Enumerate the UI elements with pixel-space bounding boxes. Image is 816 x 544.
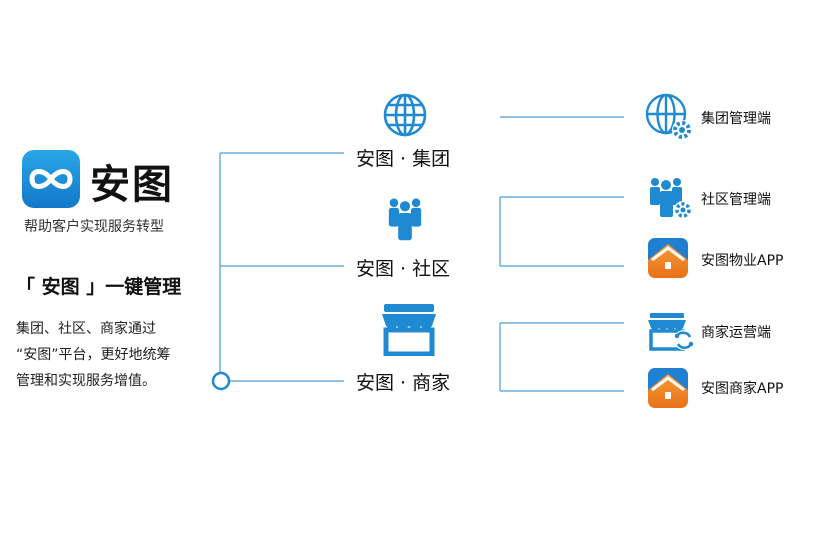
- node-label-community: 安图 · 社区: [356, 258, 451, 280]
- globe-icon: [382, 92, 428, 142]
- leaf-label-community-admin: 社区管理端: [701, 192, 771, 208]
- headline: 「 安图 」一键管理: [16, 276, 182, 298]
- house-app-icon: [648, 368, 688, 408]
- leaf-label-property-app: 安图物业APP: [701, 253, 784, 269]
- node-label-merchant: 安图 · 商家: [356, 372, 451, 394]
- store-cycle-icon: [646, 312, 694, 356]
- root-node-circle: [211, 371, 231, 391]
- node-label-group: 安图 · 集团: [356, 148, 451, 170]
- house-app-icon: [648, 238, 688, 278]
- leaf-label-merchant-app: 安图商家APP: [701, 381, 784, 397]
- globe-gear-icon: [644, 92, 694, 146]
- description: 集团、社区、商家通过 “安图”平台，更好地统筹 管理和实现服务增值。: [16, 321, 171, 389]
- logo-icon: [22, 150, 80, 208]
- brand-name: 安图: [90, 162, 174, 208]
- people-icon: [382, 196, 428, 246]
- storefront-icon: [380, 302, 438, 360]
- leaf-label-group-admin: 集团管理端: [701, 111, 771, 127]
- people-gear-icon: [646, 176, 694, 226]
- leaf-label-merchant-ops: 商家运营端: [701, 325, 771, 341]
- brand-tagline: 帮助客户实现服务转型: [24, 219, 164, 235]
